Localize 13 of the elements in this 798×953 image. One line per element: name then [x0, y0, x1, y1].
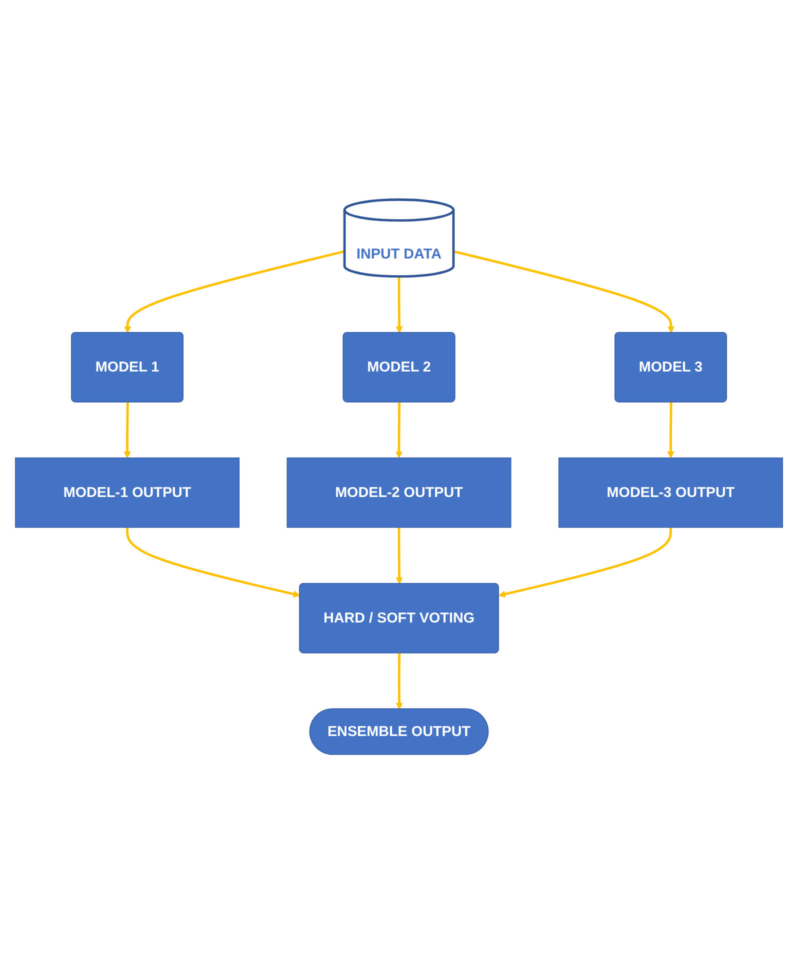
arrow [498, 526, 672, 597]
arrow [395, 402, 403, 458]
node-box: MODEL-1 OUTPUT [15, 456, 240, 528]
arrow [124, 250, 345, 333]
node-box: MODEL-3 OUTPUT [558, 456, 783, 528]
arrow [124, 402, 131, 458]
node-box: MODEL-2 OUTPUT [286, 456, 512, 528]
arrow [667, 402, 674, 458]
arrow [396, 526, 403, 584]
arrow [126, 526, 300, 598]
arrow [396, 276, 403, 333]
arrow [453, 250, 675, 333]
arrow [396, 652, 403, 710]
